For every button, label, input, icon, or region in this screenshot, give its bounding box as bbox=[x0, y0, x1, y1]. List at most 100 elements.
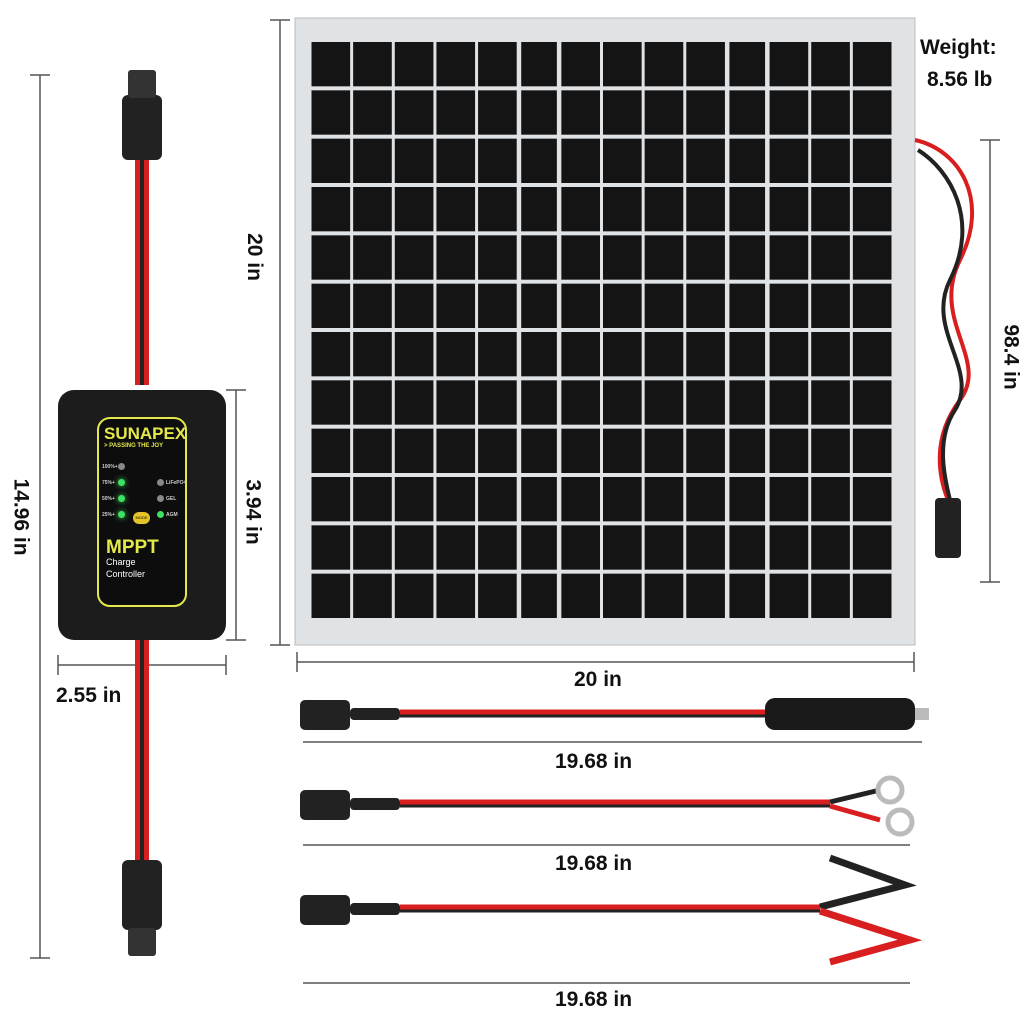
solar-cell bbox=[561, 138, 600, 183]
solar-cell bbox=[603, 235, 642, 280]
solar-cell bbox=[521, 428, 557, 473]
weight-label: Weight: bbox=[920, 36, 997, 59]
weight-value: 8.56 lb bbox=[927, 68, 993, 91]
solar-cell bbox=[521, 573, 557, 618]
solar-cell bbox=[353, 90, 392, 135]
solar-cell bbox=[603, 428, 642, 473]
solar-cell bbox=[729, 42, 766, 87]
solar-cell bbox=[729, 477, 766, 522]
solar-cell bbox=[603, 573, 642, 618]
controller-subtitle-2: Controller bbox=[106, 569, 146, 579]
solar-cell bbox=[394, 332, 434, 377]
cable-length-label: 98.4 in bbox=[999, 324, 1023, 390]
solar-cell bbox=[811, 525, 850, 570]
mode-led-icon bbox=[157, 511, 164, 518]
solar-cell bbox=[644, 90, 684, 135]
solar-cell bbox=[521, 332, 557, 377]
solar-cell bbox=[478, 573, 517, 618]
solar-cell bbox=[436, 428, 476, 473]
panel-height-label: 20 in bbox=[242, 233, 266, 281]
solar-cells bbox=[311, 42, 892, 618]
solar-cell bbox=[852, 477, 892, 522]
solar-cell bbox=[644, 235, 684, 280]
solar-cell bbox=[561, 283, 600, 328]
solar-cell bbox=[353, 138, 392, 183]
solar-cell bbox=[478, 187, 517, 232]
solar-cell bbox=[811, 90, 850, 135]
solar-cell bbox=[478, 42, 517, 87]
solar-cell bbox=[521, 187, 557, 232]
solar-cell bbox=[603, 477, 642, 522]
solar-cell bbox=[394, 573, 434, 618]
solar-cell bbox=[686, 90, 725, 135]
mode-button[interactable]: MODE bbox=[133, 512, 150, 524]
solar-cell bbox=[478, 138, 517, 183]
solar-cell bbox=[686, 42, 725, 87]
solar-cell bbox=[478, 283, 517, 328]
solar-cell bbox=[603, 138, 642, 183]
controller-cable bbox=[122, 70, 162, 956]
dimension-lines bbox=[30, 19, 1000, 984]
solar-cell bbox=[852, 235, 892, 280]
solar-cell bbox=[311, 187, 351, 232]
solar-cell bbox=[603, 90, 642, 135]
solar-cell bbox=[436, 283, 476, 328]
solar-cell bbox=[353, 428, 392, 473]
solar-cell bbox=[436, 187, 476, 232]
solar-cell bbox=[852, 573, 892, 618]
controller-title: MPPT bbox=[106, 537, 159, 558]
solar-cell bbox=[521, 380, 557, 425]
solar-cell bbox=[852, 525, 892, 570]
solar-cell bbox=[686, 138, 725, 183]
solar-cell bbox=[644, 573, 684, 618]
solar-cell bbox=[603, 525, 642, 570]
solar-cell bbox=[436, 525, 476, 570]
sae-connector-top bbox=[122, 95, 162, 160]
solar-cell bbox=[436, 573, 476, 618]
level-label: 75%+ bbox=[102, 480, 115, 486]
solar-cell bbox=[353, 187, 392, 232]
cigarette-lighter-plug bbox=[765, 698, 915, 730]
solar-cell bbox=[686, 477, 725, 522]
solar-cell bbox=[561, 428, 600, 473]
solar-cell bbox=[311, 42, 351, 87]
controller-box-height-label: 3.94 in bbox=[241, 479, 265, 545]
solar-cell bbox=[311, 428, 351, 473]
solar-cell bbox=[436, 332, 476, 377]
solar-cell bbox=[394, 477, 434, 522]
solar-cell bbox=[394, 187, 434, 232]
solar-cell bbox=[394, 525, 434, 570]
solar-cell bbox=[603, 332, 642, 377]
solar-cell bbox=[603, 42, 642, 87]
solar-cell bbox=[686, 332, 725, 377]
solar-cell bbox=[686, 428, 725, 473]
solar-cell bbox=[811, 380, 850, 425]
solar-cell bbox=[478, 525, 517, 570]
sae-connector-panel bbox=[935, 498, 961, 558]
solar-cell bbox=[436, 42, 476, 87]
solar-cell bbox=[521, 235, 557, 280]
solar-cell bbox=[686, 573, 725, 618]
solar-cell bbox=[644, 428, 684, 473]
solar-cell bbox=[769, 42, 809, 87]
solar-cell bbox=[603, 283, 642, 328]
solar-cell bbox=[603, 187, 642, 232]
solar-cell bbox=[852, 332, 892, 377]
solar-cell bbox=[353, 332, 392, 377]
solar-cell bbox=[852, 90, 892, 135]
solar-cell bbox=[811, 235, 850, 280]
solar-cell bbox=[729, 90, 766, 135]
solar-cell bbox=[729, 380, 766, 425]
solar-cell bbox=[521, 138, 557, 183]
solar-cell bbox=[644, 525, 684, 570]
solar-cell bbox=[769, 138, 809, 183]
solar-cell bbox=[644, 42, 684, 87]
panel-width-label: 20 in bbox=[574, 668, 622, 691]
solar-cell bbox=[852, 283, 892, 328]
solar-cell bbox=[311, 332, 351, 377]
solar-cell bbox=[811, 428, 850, 473]
mode-label: LiFePO4 bbox=[166, 480, 187, 486]
solar-cell bbox=[686, 235, 725, 280]
controller-subtitle-1: Charge bbox=[106, 557, 136, 567]
